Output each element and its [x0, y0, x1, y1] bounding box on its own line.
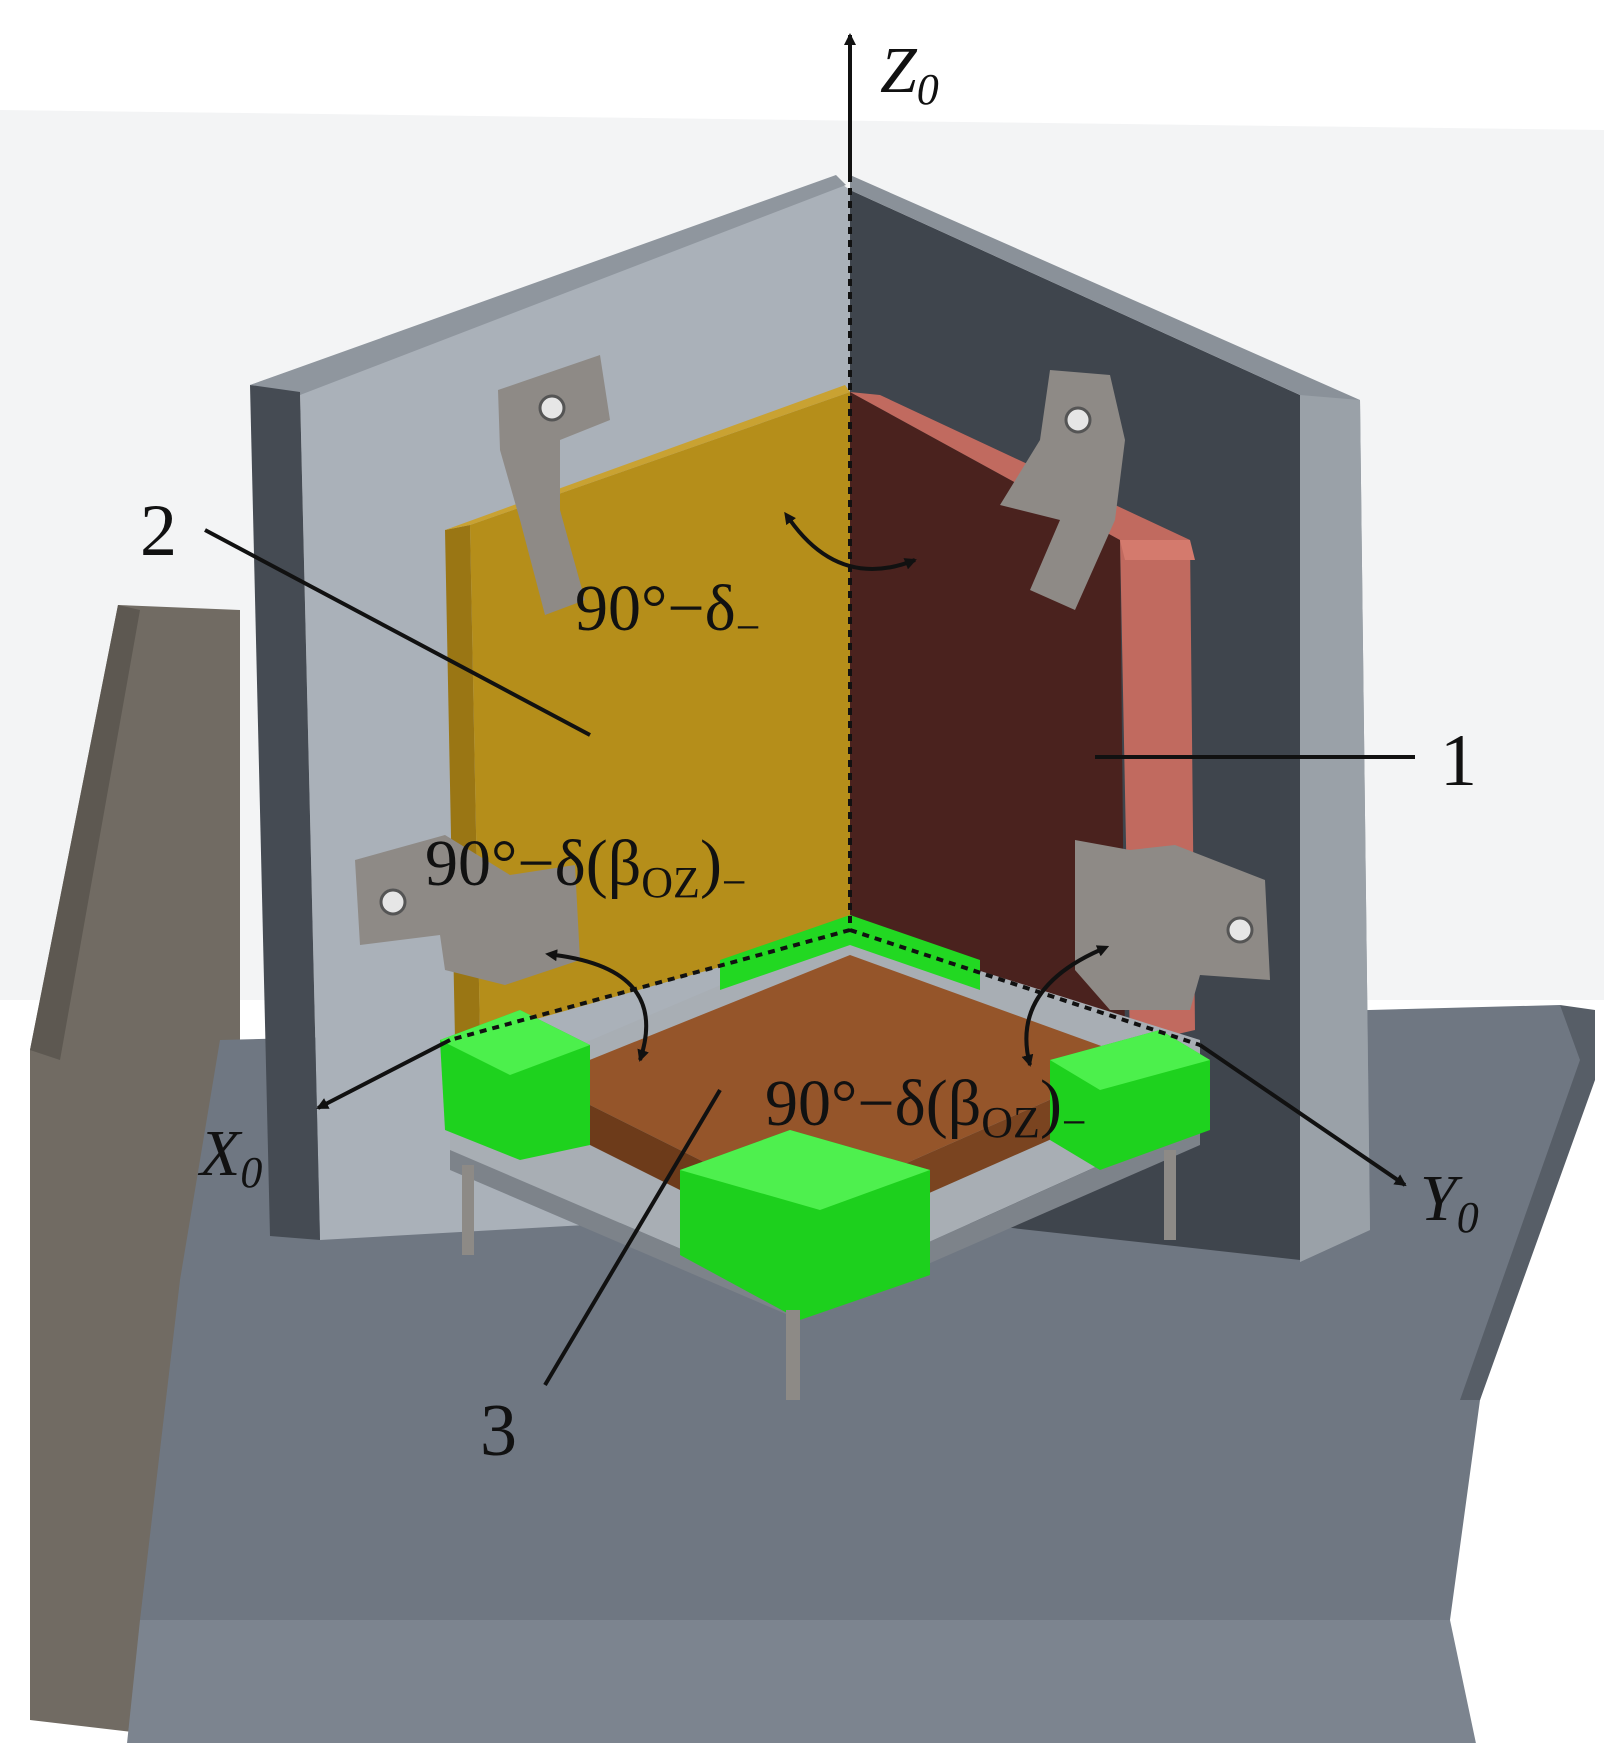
y-axis-label: Y0: [1420, 1162, 1479, 1242]
angle-label-right: 90°−δ(βOZ)−: [765, 1067, 1087, 1147]
angle-label-left: 90°−δ(βOZ)−: [425, 827, 747, 907]
leg-3: [1164, 1150, 1176, 1240]
x-axis-letter: X: [197, 1117, 243, 1190]
right-wall-rim-front: [1300, 395, 1370, 1262]
angle-left-subscript: OZ: [641, 858, 700, 907]
callout-2-label: 2: [140, 490, 177, 572]
z-axis-subscript: 0: [917, 65, 939, 114]
base-plate-side: [450, 1120, 1200, 1320]
angle-right-tail: ): [1040, 1067, 1062, 1140]
angle-left-main: 90°−δ(β: [425, 827, 641, 900]
callout-3-label: 3: [480, 1390, 517, 1472]
clip-bottom-left: [355, 835, 580, 985]
mirror-3-face: [540, 955, 1140, 1210]
callout-3-leader: [543, 1088, 722, 1387]
angle-right-tail-subscript: −: [1062, 1098, 1087, 1147]
z-axis-label: Z0: [880, 34, 939, 114]
mirror-1-top: [1120, 540, 1195, 560]
left-slab-shadow: [30, 605, 140, 1060]
left-wall-top: [250, 175, 846, 395]
angle-right-main: 90°−δ(β: [765, 1067, 981, 1140]
angle-top-main: 90°−δ: [575, 572, 736, 645]
x-axis-subscript: 0: [240, 1148, 262, 1197]
clip-bottom-right: [1075, 840, 1270, 1010]
leg-2: [786, 1310, 800, 1400]
angle-label-top: 90°−δ−: [575, 572, 761, 652]
leg-1: [462, 1165, 474, 1255]
z-axis-letter: Z: [880, 34, 918, 107]
x-axis-arrow: [316, 1038, 451, 1110]
callout-2-leader: [204, 528, 591, 737]
angle-right-subscript: OZ: [981, 1098, 1040, 1147]
angle-arrow-right: [1021, 945, 1110, 1067]
dotted-left-edge: [449, 928, 851, 1042]
floor-slab-front: [127, 1620, 1476, 1743]
y-axis-arrow: [1198, 1043, 1407, 1187]
floor-slab-edge: [1460, 1005, 1595, 1400]
angle-top-subscript: −: [736, 603, 761, 652]
callout-1-label: 1: [1440, 720, 1477, 802]
holder-right-top: [1050, 1030, 1210, 1090]
angle-arrow-left: [545, 949, 649, 1062]
left-wall-edge: [250, 385, 320, 1240]
clip-top-left: [498, 355, 610, 615]
angle-left-tail-subscript: −: [722, 858, 747, 907]
angle-arrow-top: [784, 511, 917, 571]
angle-left-tail: ): [700, 827, 722, 900]
clip-top-right: [1000, 370, 1125, 610]
y-axis-subscript: 0: [1457, 1193, 1479, 1242]
y-axis-letter: Y: [1420, 1162, 1463, 1235]
x-axis-label: X0: [197, 1117, 262, 1197]
holder-front-top: [680, 1130, 930, 1210]
